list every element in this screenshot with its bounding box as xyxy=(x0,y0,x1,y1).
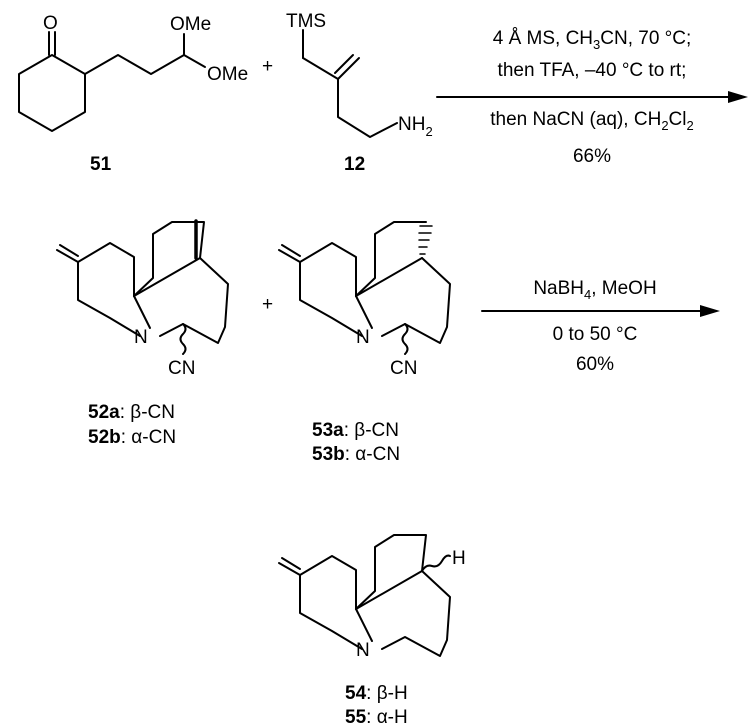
step1-condition-line3: then NaCN (aq), CH2Cl2 xyxy=(490,109,693,133)
step2-yield: 60% xyxy=(576,354,614,375)
compound-52a-label: 52a: β-CN xyxy=(88,402,175,423)
step1-yield: 66% xyxy=(573,146,611,167)
step2-condition-line2: 0 to 50 °C xyxy=(553,324,638,345)
compound-51-structure: O OMe OMe xyxy=(18,13,248,132)
step1-condition-line1: 4 Å MS, CH3CN, 70 °C; xyxy=(493,28,692,52)
ketone-oxygen-label: O xyxy=(43,13,58,34)
amine-label: NH2 xyxy=(398,114,433,139)
tms-label: TMS xyxy=(286,11,326,32)
compound-51-label: 51 xyxy=(90,154,112,175)
compound-12-structure: TMS NH2 xyxy=(286,11,433,139)
methoxy-label-2: OMe xyxy=(207,64,248,85)
hashed-bond xyxy=(418,225,433,255)
compound-54-structure: N H xyxy=(278,534,466,661)
reaction-arrow-1 xyxy=(436,91,748,103)
compound-53a-label: 53a: β-CN xyxy=(312,420,399,441)
compound-54-label: 54: β-H xyxy=(345,683,408,704)
compound-54-hydrogen: H xyxy=(452,548,466,569)
compound-12-label: 12 xyxy=(344,154,365,175)
compound-53-structure: N CN xyxy=(278,221,451,379)
compound-52-structure: N CN xyxy=(56,219,229,379)
compound-52-cyano: CN xyxy=(168,358,195,379)
step1-condition-line2: then TFA, –40 °C to rt; xyxy=(498,60,687,81)
plus-sign-1: + xyxy=(262,56,273,77)
compound-53b-label: 53b: α-CN xyxy=(312,444,400,465)
compound-52-nitrogen: N xyxy=(134,327,148,348)
step2-condition-line1: NaBH4, MeOH xyxy=(533,278,656,302)
methoxy-label-1: OMe xyxy=(170,14,211,35)
compound-53-cyano: CN xyxy=(390,358,417,379)
compound-54-nitrogen: N xyxy=(356,640,370,661)
reaction-arrow-2 xyxy=(481,305,720,317)
compound-52b-label: 52b: α-CN xyxy=(88,427,176,448)
compound-55-label: 55: α-H xyxy=(345,707,408,728)
compound-53-nitrogen: N xyxy=(356,327,370,348)
plus-sign-2: + xyxy=(262,294,273,315)
